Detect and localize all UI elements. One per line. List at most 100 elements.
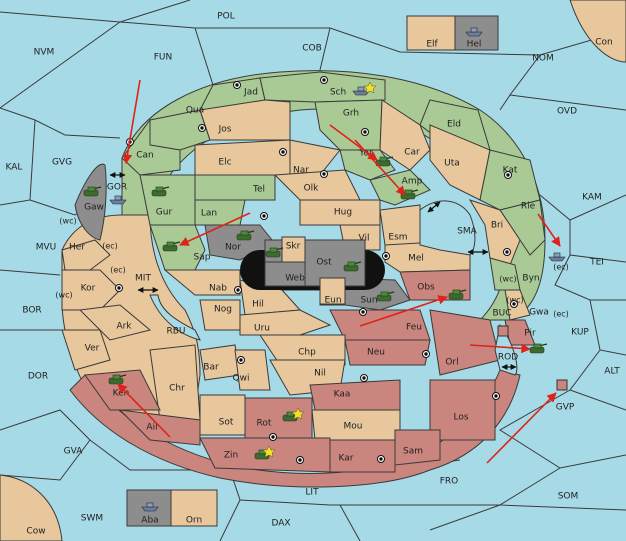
sea-label-GVP: GVP — [556, 403, 575, 413]
province-label-Web: Web — [285, 274, 305, 284]
province-label-Sun: Sun — [360, 296, 377, 306]
coast-label: (wc) — [499, 275, 516, 284]
province-label-Kaa: Kaa — [334, 390, 351, 400]
sea-label-MIT: MIT — [135, 274, 151, 284]
province-label-Vil: Vil — [359, 234, 370, 244]
province-label-Hug: Hug — [334, 208, 352, 218]
sea-label-DAX: DAX — [271, 519, 290, 529]
province-label-Hil: Hil — [252, 300, 264, 310]
province-label-Lan: Lan — [201, 209, 217, 219]
sea-label-KAL: KAL — [6, 163, 23, 173]
coast-label: (ec) — [553, 310, 569, 319]
province-label-Nil: Nil — [314, 369, 326, 379]
province-label-Jad: Jad — [243, 88, 258, 98]
supply-center-icon — [260, 212, 268, 220]
supply-center-icon — [360, 374, 368, 382]
order-arrows — [117, 79, 561, 464]
province-label-Chr: Chr — [169, 384, 185, 394]
sea-label-KAM: KAM — [582, 193, 602, 203]
double-arrow-icon — [427, 201, 441, 213]
province-label-Kor: Kor — [81, 284, 96, 294]
supply-center-icon — [510, 300, 518, 308]
province-label-Ail: Ail — [146, 423, 157, 433]
supply-center-icon — [233, 81, 241, 89]
sea-label-SMA: SMA — [457, 227, 477, 237]
sea-label-Cow: Cow — [26, 527, 45, 537]
sea-label-SOM: SOM — [558, 492, 579, 502]
province-label-Nor: Nor — [225, 243, 241, 253]
province-label-Aba: Aba — [141, 516, 158, 526]
province-label-Car: Car — [404, 148, 420, 158]
sea-label-NOM: NOM — [532, 54, 554, 64]
province-label-Nab: Nab — [209, 284, 227, 294]
order-arrow-icon — [117, 383, 171, 438]
province-label-Skr: Skr — [286, 242, 301, 252]
province-Elf — [406, 15, 456, 51]
province-label-Mou: Mou — [344, 422, 363, 432]
supply-center-icon — [269, 433, 277, 441]
sea-labels: POL NVM FUN COB NOM Con OVD KAL GVG KAM … — [6, 12, 621, 537]
province-label-Feu: Feu — [406, 323, 422, 333]
province-label-Amp: Amp — [402, 177, 423, 187]
sea-label-BOR: BOR — [22, 306, 41, 316]
supply-center-icon — [234, 286, 242, 294]
province-label-Bri: Bri — [491, 221, 503, 231]
sea-label-OVD: OVD — [557, 107, 577, 117]
order-arrow-icon — [537, 213, 561, 247]
sea-label-TEI: TEI — [589, 258, 604, 268]
province-labels: Jad Sch Qua Jos Grh Eld Can Elc Car Nar … — [69, 40, 549, 526]
province-label-Obs: Obs — [417, 283, 435, 293]
province-label-Her: Her — [69, 243, 85, 253]
province-label-Kat: Kat — [503, 166, 518, 176]
province-label-Jos: Jos — [218, 125, 232, 135]
order-arrow-icon — [469, 343, 531, 354]
sea-label-FRO: FRO — [440, 477, 459, 487]
star-icon — [262, 445, 276, 458]
province-label-Eld: Eld — [447, 120, 461, 130]
build-marker — [497, 325, 509, 337]
province-label-Pir: Pir — [524, 329, 536, 339]
province-label-Qwi: Qwi — [233, 374, 250, 384]
build-marker — [556, 379, 568, 391]
order-arrow-icon — [179, 212, 251, 246]
sea-label-POL: POL — [217, 12, 235, 22]
province-label-Gwa: Gwa — [529, 308, 549, 318]
sea-label-GOR: GOR — [107, 183, 127, 193]
supply-centers — [115, 76, 518, 464]
star-icon — [291, 407, 305, 420]
province-label-Esm: Esm — [388, 233, 407, 243]
province-label-Gaw: Gaw — [84, 203, 104, 213]
supply-center-icon — [492, 392, 500, 400]
supply-center-icon — [503, 248, 511, 256]
province-label-Nar: Nar — [293, 166, 309, 176]
province-label-Zin: Zin — [224, 451, 238, 461]
coast-label: (wc) — [506, 296, 523, 305]
supply-center-icon — [320, 170, 328, 178]
coast-labels: (wc) (ec) (ec) (wc) (wc) (ec) (wc) (ec) — [55, 217, 568, 319]
province-label-Uru: Uru — [254, 324, 270, 334]
province-label-Elf: Elf — [426, 40, 438, 50]
province-label-Tel: Tel — [252, 185, 265, 195]
supply-center-icon — [422, 350, 430, 358]
province-label-Byn: Byn — [522, 274, 539, 284]
sea-label-GVA: GVA — [64, 447, 84, 457]
province-Gaw-shape — [74, 163, 107, 241]
sea-RBU-shape — [149, 294, 201, 341]
sea-label-LIT: LIT — [305, 488, 319, 498]
province-label-Neu: Neu — [367, 348, 385, 358]
sea-label-GVG: GVG — [52, 158, 72, 168]
sea-label-MVU: MVU — [36, 243, 57, 253]
sea-label-ROD: ROD — [498, 353, 518, 363]
province-label-Qua: Qua — [186, 106, 204, 116]
sea-label-BUC: BUC — [492, 309, 511, 319]
province-label-Sch: Sch — [330, 88, 346, 98]
province-label-Elc: Elc — [218, 158, 231, 168]
sea-label-SWM: SWM — [81, 514, 103, 524]
supply-center-icon — [359, 308, 367, 316]
coast-label: (ec) — [553, 263, 569, 272]
province-label-Ark: Ark — [116, 322, 132, 332]
province-label-Eun: Eun — [324, 296, 341, 306]
star-icon — [363, 81, 377, 94]
sea-label-RBU: RBU — [166, 327, 185, 337]
